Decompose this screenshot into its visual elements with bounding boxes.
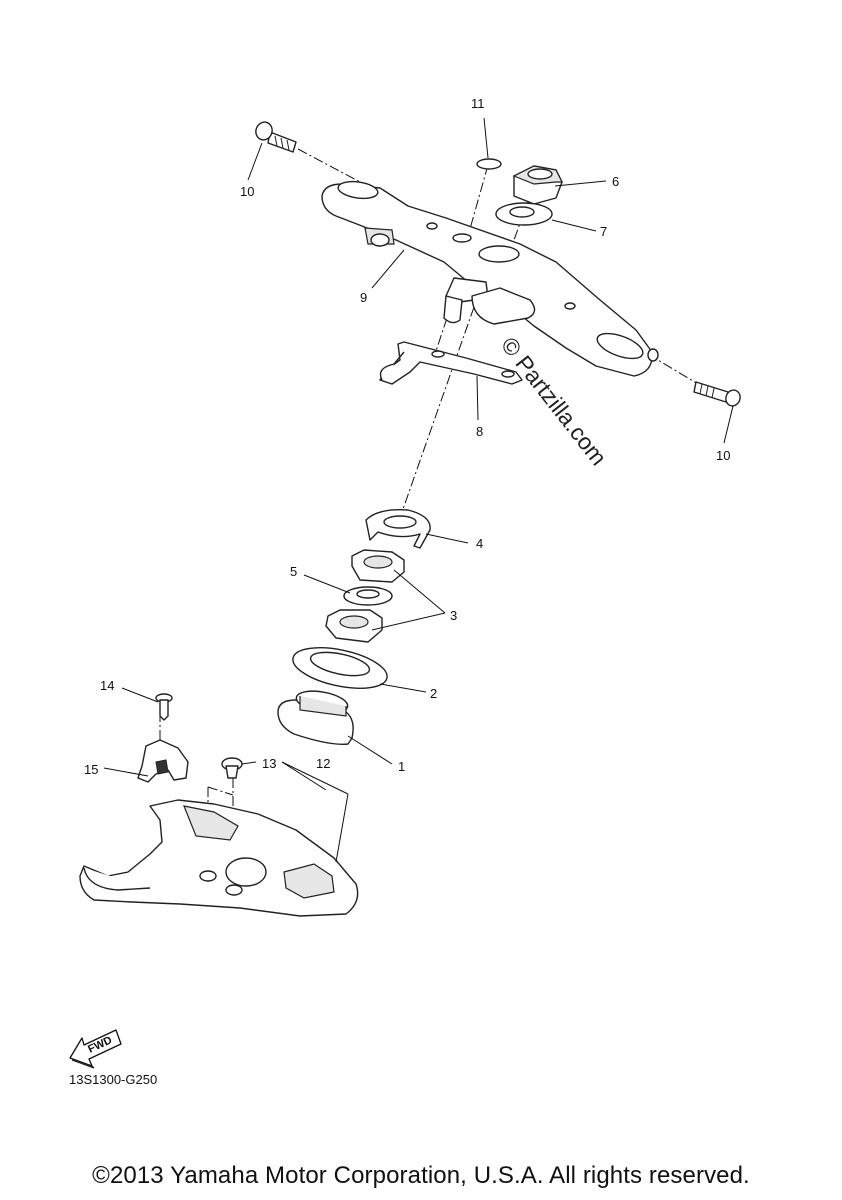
callout-14: 14 [100, 678, 114, 693]
dust-seal [292, 647, 388, 689]
callout-15: 15 [84, 762, 98, 777]
copyright-notice: ©2013 Yamaha Motor Corporation, U.S.A. A… [92, 1162, 750, 1189]
callout-3: 3 [450, 608, 457, 623]
callout-10-lower: 10 [716, 448, 730, 463]
callout-6: 6 [612, 174, 619, 189]
washer-part-7 [495, 202, 553, 226]
grommet-part-13 [221, 757, 243, 779]
callout-13: 13 [262, 756, 276, 771]
callout-1: 1 [398, 759, 405, 774]
fastener-part-14 [155, 693, 173, 721]
lower-cover [79, 799, 359, 917]
callout-5: 5 [290, 564, 297, 579]
callout-labels: 1 2 3 4 5 6 7 8 9 10 10 11 12 13 14 15 [84, 96, 730, 777]
bolt-lower-right [693, 381, 741, 407]
callout-10-upper: 10 [240, 184, 254, 199]
assembly-axis-lines [159, 148, 699, 892]
callout-7: 7 [600, 224, 607, 239]
drawing-code: 13S1300-G250 [69, 1072, 158, 1087]
upper-bracket [321, 180, 659, 377]
lock-washer [365, 509, 431, 549]
cap-part-11 [476, 158, 502, 170]
callout-4: 4 [476, 536, 483, 551]
bolt-upper-left [255, 121, 297, 153]
callout-11: 11 [471, 96, 485, 111]
leader-lines [103, 117, 734, 863]
clip-part-15 [137, 739, 189, 783]
bearing [277, 690, 354, 745]
ring-nut-upper [351, 549, 405, 583]
mounting-plate [379, 341, 523, 385]
forward-arrow-icon: FWD [69, 1029, 122, 1069]
callout-9: 9 [360, 290, 367, 305]
callout-8: 8 [476, 424, 483, 439]
callout-12: 12 [316, 756, 330, 771]
callout-2: 2 [430, 686, 437, 701]
washer-part-5 [343, 586, 393, 606]
steering-nut [512, 165, 563, 205]
ring-nut-lower [325, 609, 383, 643]
